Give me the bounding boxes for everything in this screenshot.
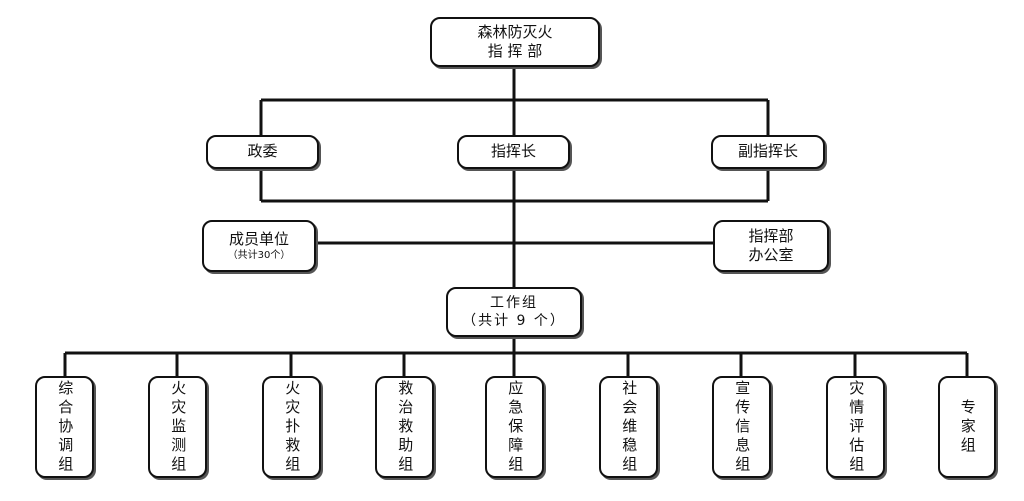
commander-box: 指挥长: [457, 135, 570, 169]
deputy-commander-box: 副指挥长: [711, 135, 825, 169]
group-box: 专家组: [938, 376, 996, 478]
group-box: 综合协调组: [35, 376, 94, 478]
political-commissar-box: 政委: [206, 135, 319, 169]
member-units-box: 成员单位 （共计30个）: [202, 220, 316, 272]
group-label: 社会维稳组: [620, 379, 639, 475]
group-label: 救治救助组: [396, 379, 415, 475]
office-line2: 办公室: [748, 246, 794, 264]
group-label: 宣传信息组: [733, 379, 752, 475]
working-groups-count: （共计 9 个）: [462, 313, 566, 329]
group-label: 应急保障组: [506, 379, 525, 475]
group-box: 应急保障组: [485, 376, 544, 478]
group-box: 灾情评估组: [826, 376, 885, 478]
member-units-label: 成员单位: [228, 229, 289, 248]
working-groups-box: 工作组 （共计 9 个）: [446, 287, 582, 337]
group-box: 救治救助组: [375, 376, 434, 478]
office-line1: 指挥部: [748, 226, 794, 245]
deputy-commander-label: 副指挥长: [737, 142, 798, 161]
member-units-count: （共计30个）: [227, 250, 291, 262]
group-box: 火灾监测组: [148, 376, 207, 478]
hq-line1: 森林防灭火: [477, 22, 553, 41]
group-box: 火灾扑救组: [262, 376, 321, 478]
office-box: 指挥部 办公室: [713, 220, 829, 272]
group-label: 综合协调组: [56, 379, 75, 475]
hq-box: 森林防灭火 指 挥 部: [430, 17, 600, 67]
group-box: 社会维稳组: [599, 376, 658, 478]
political-commissar-label: 政委: [247, 142, 278, 161]
group-box: 宣传信息组: [712, 376, 771, 478]
hq-line2: 指 挥 部: [487, 42, 543, 60]
group-label: 专家组: [958, 398, 977, 456]
commander-label: 指挥长: [490, 142, 536, 161]
group-label: 火灾监测组: [169, 379, 188, 475]
group-label: 火灾扑救组: [283, 379, 302, 475]
group-label: 灾情评估组: [847, 379, 866, 475]
working-groups-label: 工作组: [490, 294, 538, 311]
